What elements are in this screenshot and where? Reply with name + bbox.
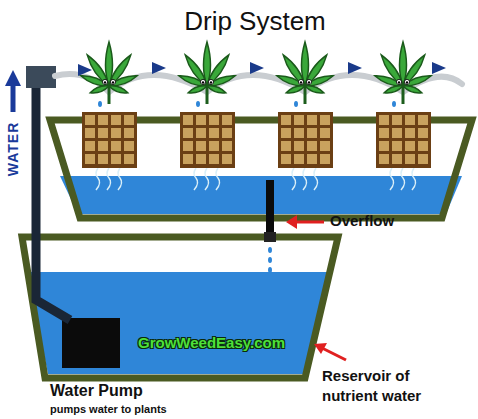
root (118, 168, 122, 190)
cube-cell (98, 115, 108, 125)
cube-cell (294, 128, 304, 138)
cube-cell (379, 115, 389, 125)
cube-cell (307, 128, 317, 138)
part-name: Water Pump (50, 382, 143, 399)
root (292, 168, 296, 190)
cube-cell (294, 154, 304, 164)
cube-cell (379, 154, 389, 164)
part-note: pumps water to plants (50, 403, 167, 415)
rockwool-cube (376, 112, 431, 168)
cube-cell (281, 128, 291, 138)
cube-cell (111, 115, 121, 125)
cube-cell (85, 128, 95, 138)
cube-cell (294, 115, 304, 125)
cube-cell (320, 141, 330, 151)
cube-cell (124, 154, 134, 164)
diagram-title: Drip System (184, 6, 326, 36)
cube-cell (281, 115, 291, 125)
cube-cell (392, 154, 402, 164)
root (314, 168, 318, 190)
cube-cell (320, 115, 330, 125)
rockwool-cube (82, 112, 137, 168)
cube-cell (196, 115, 206, 125)
root (401, 168, 405, 190)
rockwool-cube (180, 112, 235, 168)
cube-cell (222, 154, 232, 164)
cube-cell (98, 128, 108, 138)
cube-cell (294, 141, 304, 151)
cube-cell (320, 154, 330, 164)
root (205, 168, 209, 190)
cube-cell (418, 154, 428, 164)
cube-cell (98, 141, 108, 151)
flow-label: WATER (5, 122, 21, 177)
root (96, 168, 100, 190)
cube-cell (281, 141, 291, 151)
cube-cell (418, 141, 428, 151)
callout-label-holder: Reservoir of nutrient water (322, 366, 462, 405)
flow-label-holder: WATER (4, 114, 22, 184)
cube-cell (405, 128, 415, 138)
cube-cell (320, 128, 330, 138)
cube-cell (307, 154, 317, 164)
root (194, 168, 198, 190)
callout-label: Overflow (330, 212, 394, 229)
cube-cell (209, 115, 219, 125)
cube-cell (392, 115, 402, 125)
cube-cell (392, 141, 402, 151)
cube-cell (281, 154, 291, 164)
root (107, 168, 111, 190)
cube-cell (379, 128, 389, 138)
cube-cell (124, 141, 134, 151)
root (390, 168, 394, 190)
root (412, 168, 416, 190)
watermark: GrowWeedEasy.com (138, 334, 285, 351)
cube-cell (85, 115, 95, 125)
cube-cell (85, 141, 95, 151)
cube-cell (418, 115, 428, 125)
part-note-holder: pumps water to plants (50, 399, 167, 417)
cube-cell (405, 141, 415, 151)
cube-cell (196, 128, 206, 138)
cube-cell (124, 128, 134, 138)
cube-cell (222, 128, 232, 138)
cube-cell (209, 141, 219, 151)
cube-cell (183, 141, 193, 151)
cube-cell (405, 115, 415, 125)
cube-cell (418, 128, 428, 138)
cube-cell (209, 128, 219, 138)
cube-cell (183, 154, 193, 164)
cube-cell (98, 154, 108, 164)
cube-cell (222, 115, 232, 125)
cube-cell (222, 141, 232, 151)
cube-cell (307, 115, 317, 125)
cube-cell (85, 154, 95, 164)
cube-cell (183, 115, 193, 125)
cube-cell (209, 154, 219, 164)
cube-cell (307, 141, 317, 151)
rockwool-cube (278, 112, 333, 168)
part-name-holder: Water Pump (50, 382, 143, 400)
root (216, 168, 220, 190)
watermark-holder: GrowWeedEasy.com (138, 334, 285, 352)
cube-cell (196, 154, 206, 164)
cube-cell (124, 115, 134, 125)
cube-cell (183, 128, 193, 138)
cube-cell (111, 154, 121, 164)
callout-label-holder: Overflow (330, 212, 394, 230)
cube-cell (405, 154, 415, 164)
cube-cell (111, 141, 121, 151)
root (303, 168, 307, 190)
cube-cell (379, 141, 389, 151)
cube-cell (392, 128, 402, 138)
cube-cell (111, 128, 121, 138)
callout-label: Reservoir of nutrient water (322, 367, 421, 404)
cube-cell (196, 141, 206, 151)
diagram-title-holder: Drip System (130, 6, 380, 37)
